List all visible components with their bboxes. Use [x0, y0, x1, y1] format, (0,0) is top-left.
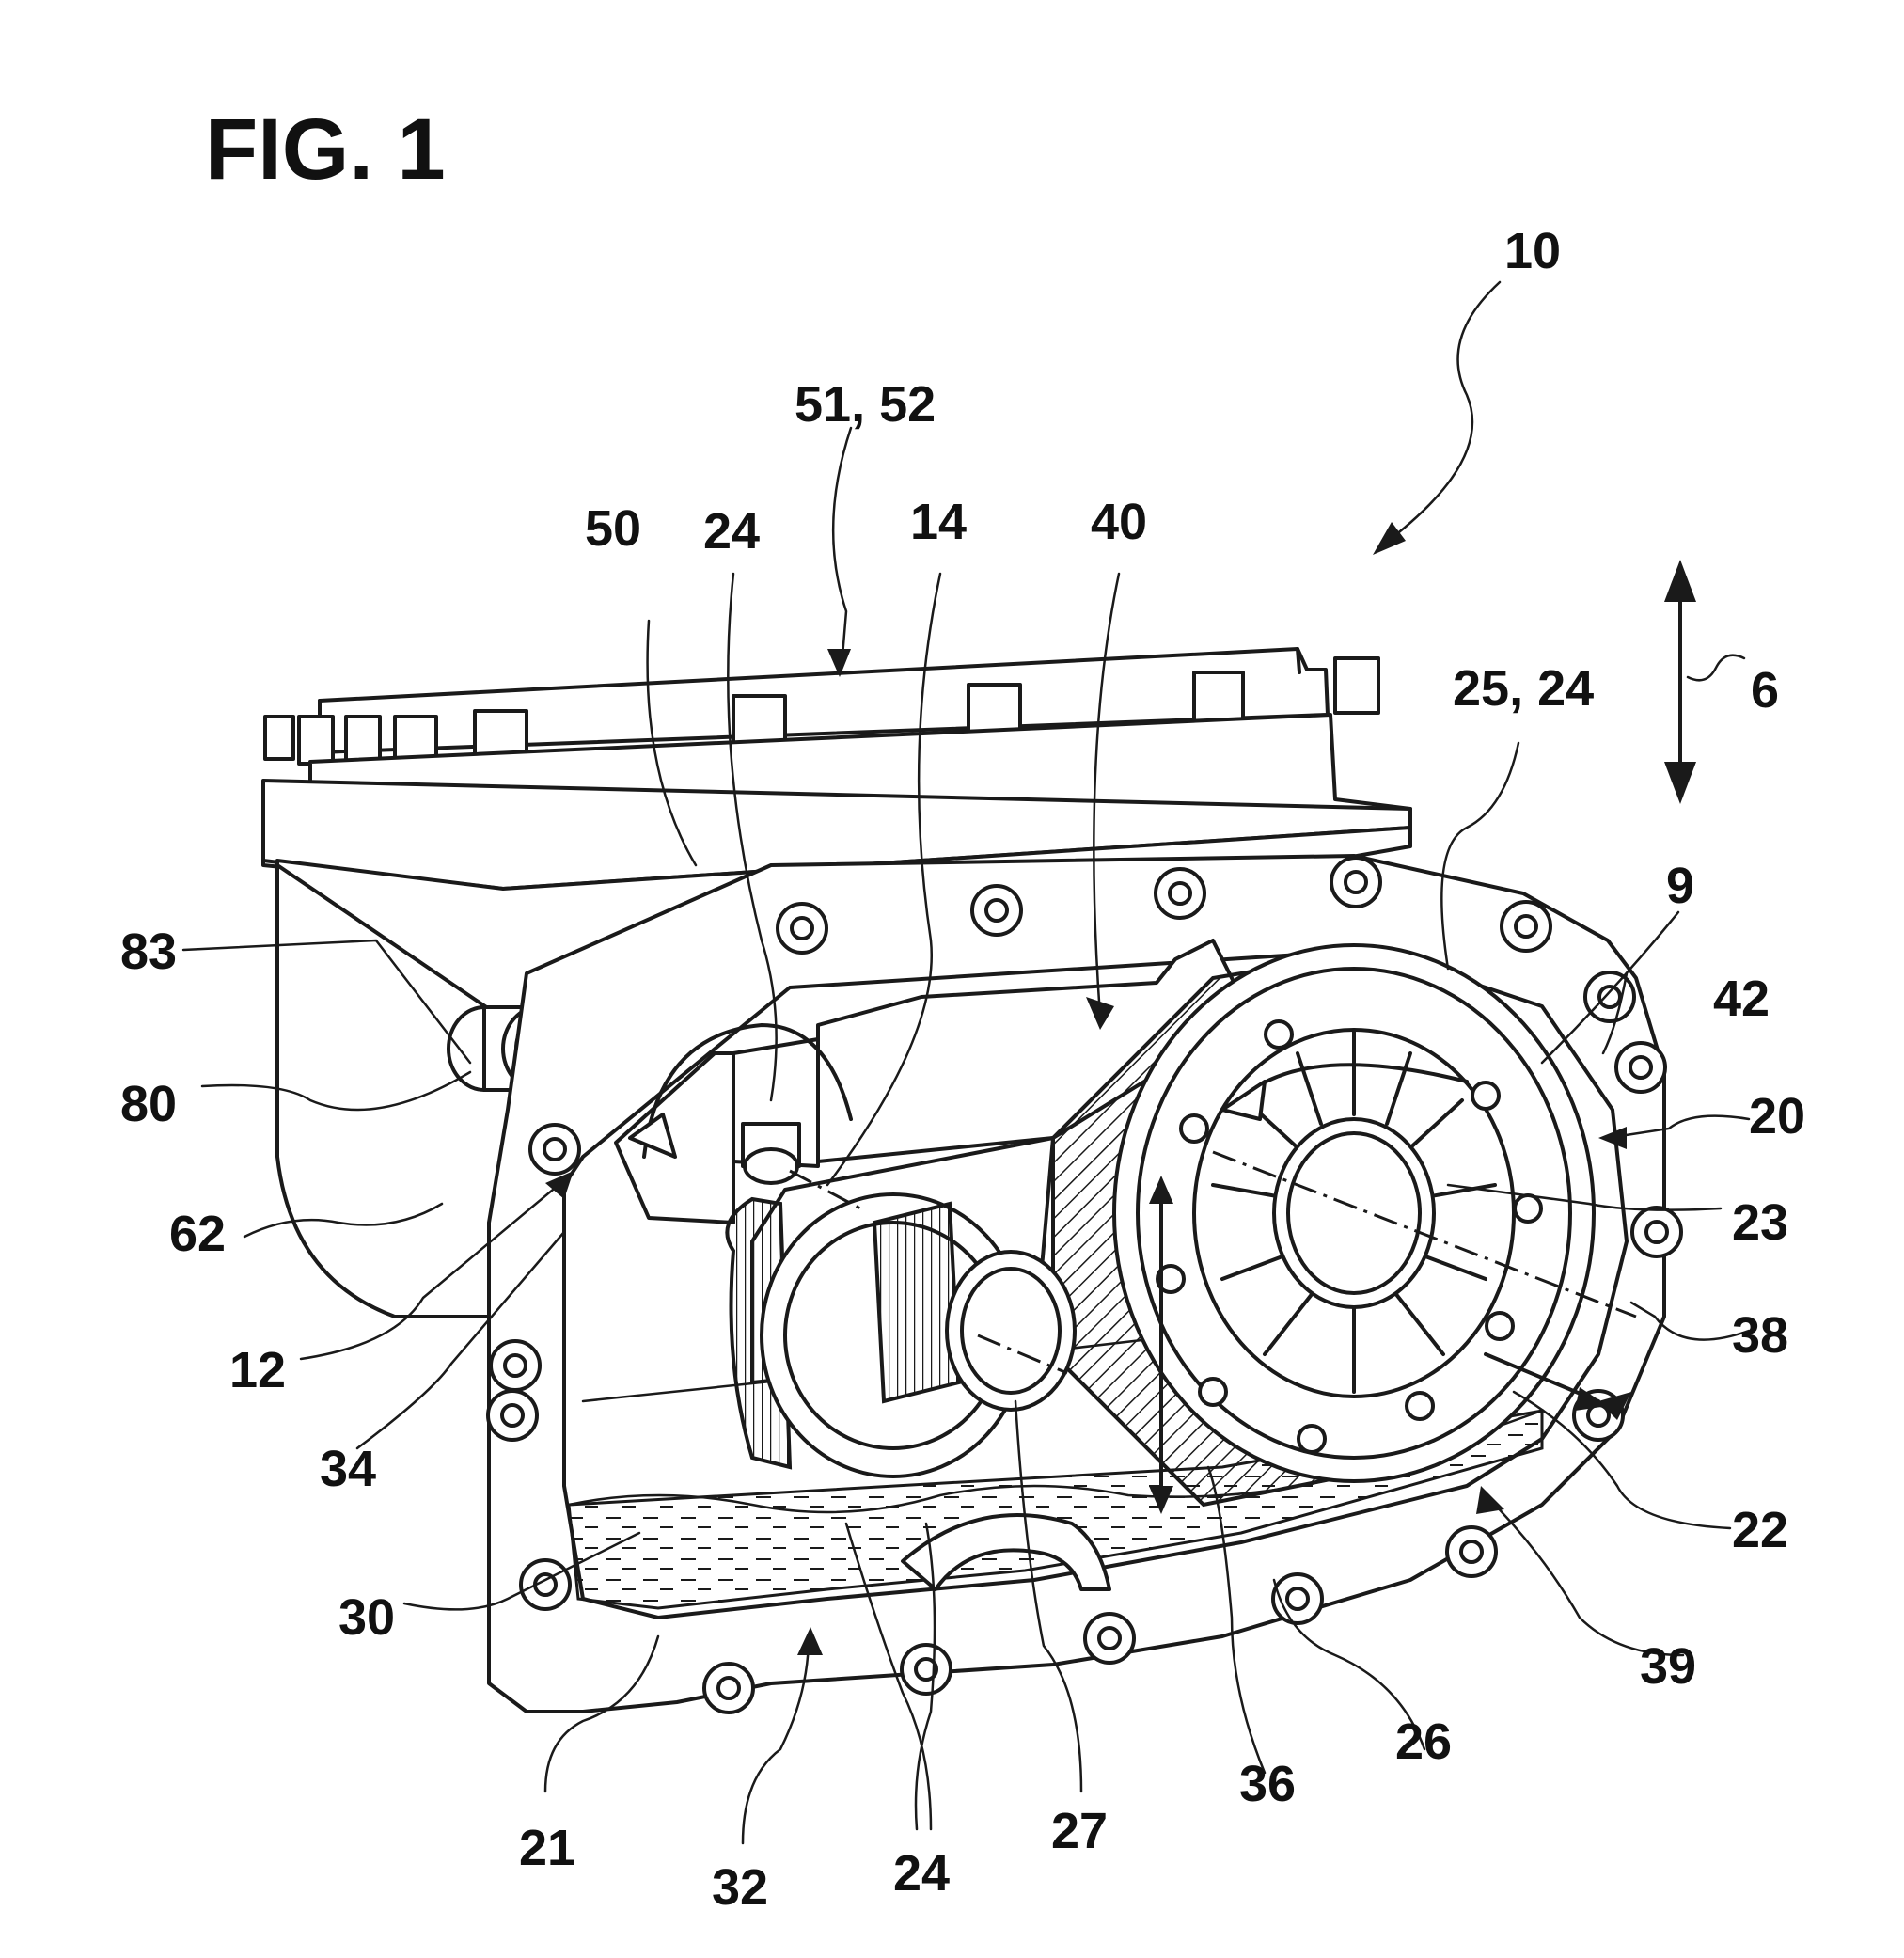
ref-38: 38: [1732, 1307, 1788, 1364]
ref-22: 22: [1732, 1502, 1788, 1558]
reference-labels: FIG. 1 10 51, 52 50 24 14 40 25, 24 6 9 …: [120, 102, 1805, 1916]
control-unit-housing: [261, 647, 1412, 1318]
ref-12: 12: [229, 1342, 286, 1398]
ref-26: 26: [1395, 1713, 1452, 1770]
ref-34: 34: [320, 1441, 376, 1497]
differential-gear: [1051, 943, 1637, 1508]
ref-51-52: 51, 52: [795, 376, 936, 433]
ref-80: 80: [120, 1076, 177, 1132]
flow-arrows: [628, 1023, 1469, 1210]
gear-bolt-holes: [1156, 1019, 1543, 1454]
flange-bolt-holes: [486, 856, 1683, 1714]
ref-39: 39: [1640, 1638, 1696, 1695]
ref-20: 20: [1749, 1088, 1805, 1145]
ref-24-top: 24: [703, 503, 760, 560]
ref-50: 50: [585, 500, 641, 557]
pinion-shaft: [725, 1192, 1077, 1478]
ref-32: 32: [712, 1859, 768, 1916]
ref-9: 9: [1666, 858, 1694, 914]
ref-25-24: 25, 24: [1453, 660, 1594, 717]
ref-6: 6: [1751, 662, 1779, 718]
ref-40: 40: [1091, 494, 1147, 550]
ref-83: 83: [120, 924, 177, 980]
dimension-arrows: [1149, 560, 1696, 1514]
ref-27: 27: [1051, 1803, 1108, 1859]
ref-62: 62: [169, 1206, 226, 1262]
ref-42: 42: [1713, 971, 1770, 1027]
ref-10: 10: [1504, 223, 1561, 279]
ref-23: 23: [1732, 1194, 1788, 1251]
leader-lines: [181, 280, 1751, 1845]
ref-30: 30: [338, 1589, 395, 1646]
ref-21: 21: [519, 1820, 575, 1876]
ref-36: 36: [1239, 1756, 1296, 1812]
ref-24-bottom: 24: [893, 1845, 950, 1902]
splash-guide: [901, 1513, 1111, 1591]
figure-title: FIG. 1: [205, 102, 446, 197]
ref-14: 14: [910, 494, 967, 550]
